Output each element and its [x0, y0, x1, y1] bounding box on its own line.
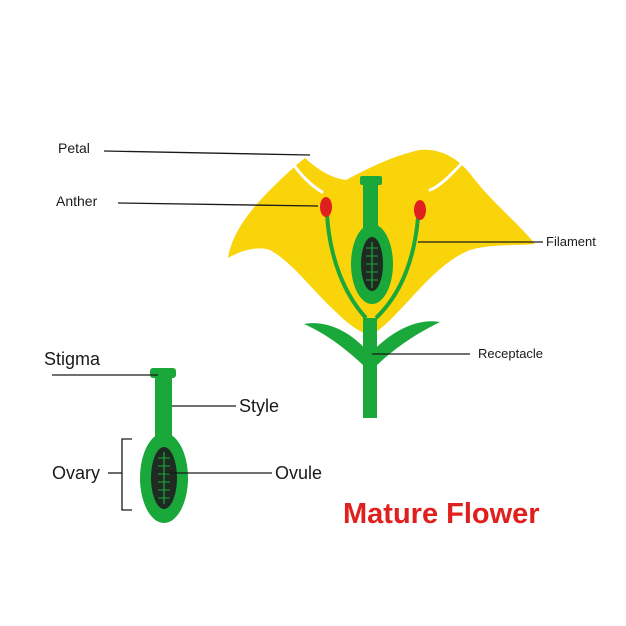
flower-style — [363, 183, 378, 233]
sepal-right — [370, 321, 440, 366]
label-filament: Filament — [546, 234, 596, 249]
anther-right — [414, 200, 426, 220]
diagram-title: Mature Flower — [343, 498, 540, 530]
pistil-illustration — [140, 368, 188, 523]
leader-anther — [117, 202, 319, 207]
leader-petal — [103, 150, 311, 156]
pistil-style — [155, 375, 172, 437]
anther-left — [320, 197, 332, 217]
label-receptacle: Receptacle — [478, 346, 544, 361]
label-style: Style — [239, 396, 280, 416]
label-anther: Anther — [56, 193, 98, 209]
label-petal: Petal — [58, 140, 90, 156]
flower-ovules — [366, 242, 378, 288]
label-ovary: Ovary — [52, 463, 101, 483]
petal-fold-left — [290, 160, 324, 194]
leader-lines — [52, 150, 543, 511]
flower-illustration — [228, 149, 535, 418]
label-stigma: Stigma — [44, 349, 101, 369]
label-ovule: Ovule — [275, 463, 323, 483]
filament-left — [325, 214, 368, 320]
sepal-left — [304, 323, 370, 366]
ovary-bracket — [121, 438, 132, 511]
petal-fold-right — [428, 161, 464, 192]
stem — [363, 318, 377, 418]
pistil-ovules — [158, 452, 170, 504]
flower-stigma — [360, 176, 382, 185]
filament-right — [374, 217, 420, 320]
